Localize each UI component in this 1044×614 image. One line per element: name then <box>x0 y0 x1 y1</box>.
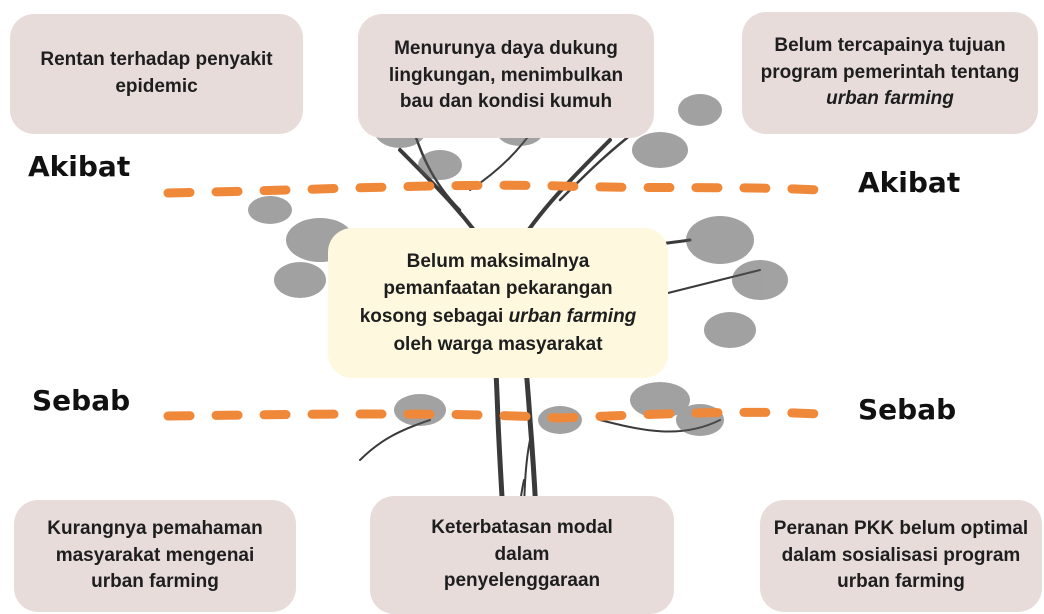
core-problem-text: Belum maksimalnya pemanfaatan pekarangan… <box>348 248 648 358</box>
core-problem-line2: oleh warga masyarakat <box>393 333 603 355</box>
sebab-dashed-line <box>163 407 825 423</box>
effect-text-left: Rentan terhadap penyakit epidemic <box>40 49 273 97</box>
cause-text-right: Peranan PKK belum optimal dalam sosialis… <box>773 518 1029 593</box>
effect-text-right-emph: urban farming <box>826 88 954 110</box>
sebab-label-right: Sebab <box>858 393 957 426</box>
effect-box-left: Rentan terhadap penyakit epidemic <box>10 14 303 134</box>
core-problem-box: Belum maksimalnya pemanfaatan pekarangan… <box>328 228 668 378</box>
core-problem-line1: Belum maksimalnya pemanfaatan pekarangan… <box>359 250 613 327</box>
effect-text-middle: Menurunya daya dukung lingkungan, menimb… <box>388 38 624 113</box>
akibat-label-right: Akibat <box>858 166 961 199</box>
cause-box-middle: Keterbatasan modal dalam penyelenggaraan <box>370 496 674 614</box>
akibat-dashed-line <box>163 180 825 198</box>
core-problem-emph: urban farming <box>508 306 637 327</box>
akibat-label-left: Akibat <box>28 150 131 183</box>
cause-text-middle: Keterbatasan modal dalam penyelenggaraan <box>431 517 613 592</box>
effect-text-right: Belum tercapainya tujuan program pemerin… <box>756 33 1024 113</box>
cause-box-left: Kurangnya pemahaman masyarakat mengenai … <box>14 500 296 612</box>
cause-box-right: Peranan PKK belum optimal dalam sosialis… <box>760 500 1042 612</box>
sebab-label-left: Sebab <box>32 384 131 417</box>
effect-text-right-main: Belum tercapainya tujuan program pemerin… <box>760 35 1020 83</box>
divider-lines <box>163 180 825 423</box>
effect-box-right: Belum tercapainya tujuan program pemerin… <box>742 12 1038 134</box>
effect-box-middle: Menurunya daya dukung lingkungan, menimb… <box>358 14 654 138</box>
cause-text-left: Kurangnya pemahaman masyarakat mengenai … <box>47 518 263 593</box>
